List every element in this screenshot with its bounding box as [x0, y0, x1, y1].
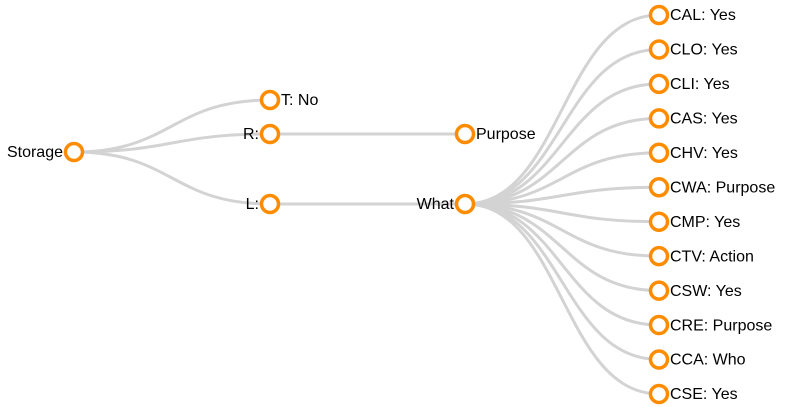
node-circle[interactable]	[63, 141, 85, 163]
node-label: Storage	[7, 144, 63, 161]
tree-node-cwa-purpose[interactable]: CWA: Purpose	[648, 177, 776, 198]
tree-link	[464, 116, 660, 206]
tree-node-cmp-yes[interactable]: CMP: Yes	[648, 211, 741, 232]
tree-node-cre-purpose[interactable]: CRE: Purpose	[648, 314, 773, 336]
node-circle[interactable]	[648, 73, 670, 95]
tree-node-cca-who[interactable]: CCA: Who	[648, 349, 746, 370]
tree-node-clo-yes[interactable]: CLO: Yes	[648, 39, 738, 60]
node-circle[interactable]	[454, 123, 476, 145]
node-circle[interactable]	[648, 177, 670, 198]
node-circle[interactable]	[648, 4, 670, 26]
tree-node-csw-yes[interactable]: CSW: Yes	[648, 280, 742, 301]
node-label: CAS: Yes	[670, 111, 738, 128]
node-label: CTV: Action	[670, 248, 754, 265]
node-circle[interactable]	[648, 142, 670, 164]
tree-link	[73, 150, 271, 206]
node-circle[interactable]	[648, 245, 670, 267]
tree-node-cas-yes[interactable]: CAS: Yes	[648, 108, 738, 129]
tree-node-cse-yes[interactable]: CSE: Yes	[648, 383, 738, 405]
node-circle[interactable]	[648, 211, 670, 232]
node-circle[interactable]	[648, 349, 670, 370]
node-circle[interactable]	[648, 39, 670, 60]
node-circle[interactable]	[648, 108, 670, 129]
node-label: CMP: Yes	[670, 214, 740, 231]
tree-node-r[interactable]: R:	[243, 123, 281, 145]
tree-node-purpose[interactable]: Purpose	[454, 123, 536, 145]
node-label: L:	[246, 196, 259, 213]
node-label: CLO: Yes	[670, 42, 738, 59]
node-label: Purpose	[476, 126, 536, 143]
tree-node-t-no[interactable]: T: No	[259, 89, 319, 111]
tree-node-cli-yes[interactable]: CLI: Yes	[648, 73, 730, 95]
tree-link	[464, 202, 660, 361]
node-circle[interactable]	[259, 193, 281, 215]
node-label: T: No	[281, 92, 318, 109]
node-circle[interactable]	[648, 383, 670, 405]
tree-node-what[interactable]: What	[417, 193, 476, 215]
node-label: CCA: Who	[670, 352, 746, 369]
tree-link	[464, 82, 660, 206]
tree-link	[464, 13, 660, 206]
node-label: R:	[243, 126, 259, 143]
node-circle[interactable]	[648, 280, 670, 301]
node-circle[interactable]	[648, 314, 670, 336]
tree-node-l[interactable]: L:	[246, 193, 281, 215]
tree-link	[464, 202, 660, 293]
node-label: CSE: Yes	[670, 386, 738, 403]
node-circle[interactable]	[259, 89, 281, 111]
node-label: CRE: Purpose	[670, 317, 772, 334]
tree-link	[464, 202, 660, 396]
node-label: CAL: Yes	[670, 7, 736, 24]
node-circle[interactable]	[454, 193, 476, 215]
node-label: CHV: Yes	[670, 145, 738, 162]
tree-link	[73, 132, 271, 154]
node-label: CLI: Yes	[670, 76, 730, 93]
tree-link	[464, 47, 660, 206]
tree-links	[73, 13, 660, 396]
node-label: CSW: Yes	[670, 283, 742, 300]
tree-node-storage[interactable]: Storage	[7, 141, 85, 163]
tree-node-ctv-action[interactable]: CTV: Action	[648, 245, 754, 267]
node-label: CWA: Purpose	[670, 179, 775, 196]
tree-node-chv-yes[interactable]: CHV: Yes	[648, 142, 738, 164]
tree-node-cal-yes[interactable]: CAL: Yes	[648, 4, 736, 26]
node-circle[interactable]	[259, 123, 281, 145]
node-label: What	[417, 196, 455, 213]
